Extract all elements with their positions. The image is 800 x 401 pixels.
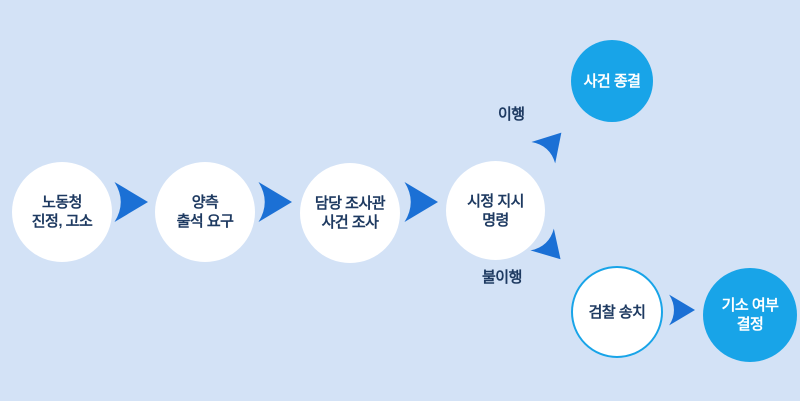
compliance-label: 이행 (498, 106, 525, 123)
node-label-line: 기소 여부 (721, 297, 779, 314)
node-label-line: 양측 (191, 194, 219, 211)
right-arrow-icon (404, 182, 438, 222)
node-attendance-request: 양측 출석 요구 (155, 162, 255, 262)
node-label-line: 노동청 (42, 194, 82, 211)
right-arrow-icon (114, 182, 148, 222)
right-arrow-icon (669, 294, 695, 326)
node-label-line: 출석 요구 (176, 213, 234, 230)
node-label-line: 사건 조사 (321, 214, 379, 231)
node-prosecution-referral: 검찰 송치 (571, 266, 663, 358)
node-label-line: 검찰 송치 (588, 303, 646, 321)
down-right-arrow-icon (530, 228, 561, 260)
node-label-line: 시정 지시 (467, 192, 524, 210)
noncompliance-label: 불이행 (482, 269, 522, 286)
up-right-arrow-icon (531, 132, 562, 164)
node-label-line: 담당 조사관 (314, 195, 386, 212)
node-case-closed: 사건 종결 (571, 40, 653, 122)
node-indictment-decision: 기소 여부 결정 (703, 268, 797, 362)
node-label-line: 진정, 고소 (31, 213, 93, 230)
right-arrow-icon (258, 182, 292, 222)
node-label-line: 명령 (482, 211, 509, 229)
node-labor-complaint: 노동청 진정, 고소 (12, 162, 112, 262)
node-corrective-order: 시정 지시 명령 (446, 161, 545, 260)
node-label-line: 결정 (736, 316, 764, 333)
node-label-line: 사건 종결 (583, 72, 641, 90)
node-investigation: 담당 조사관 사건 조사 (300, 163, 400, 263)
